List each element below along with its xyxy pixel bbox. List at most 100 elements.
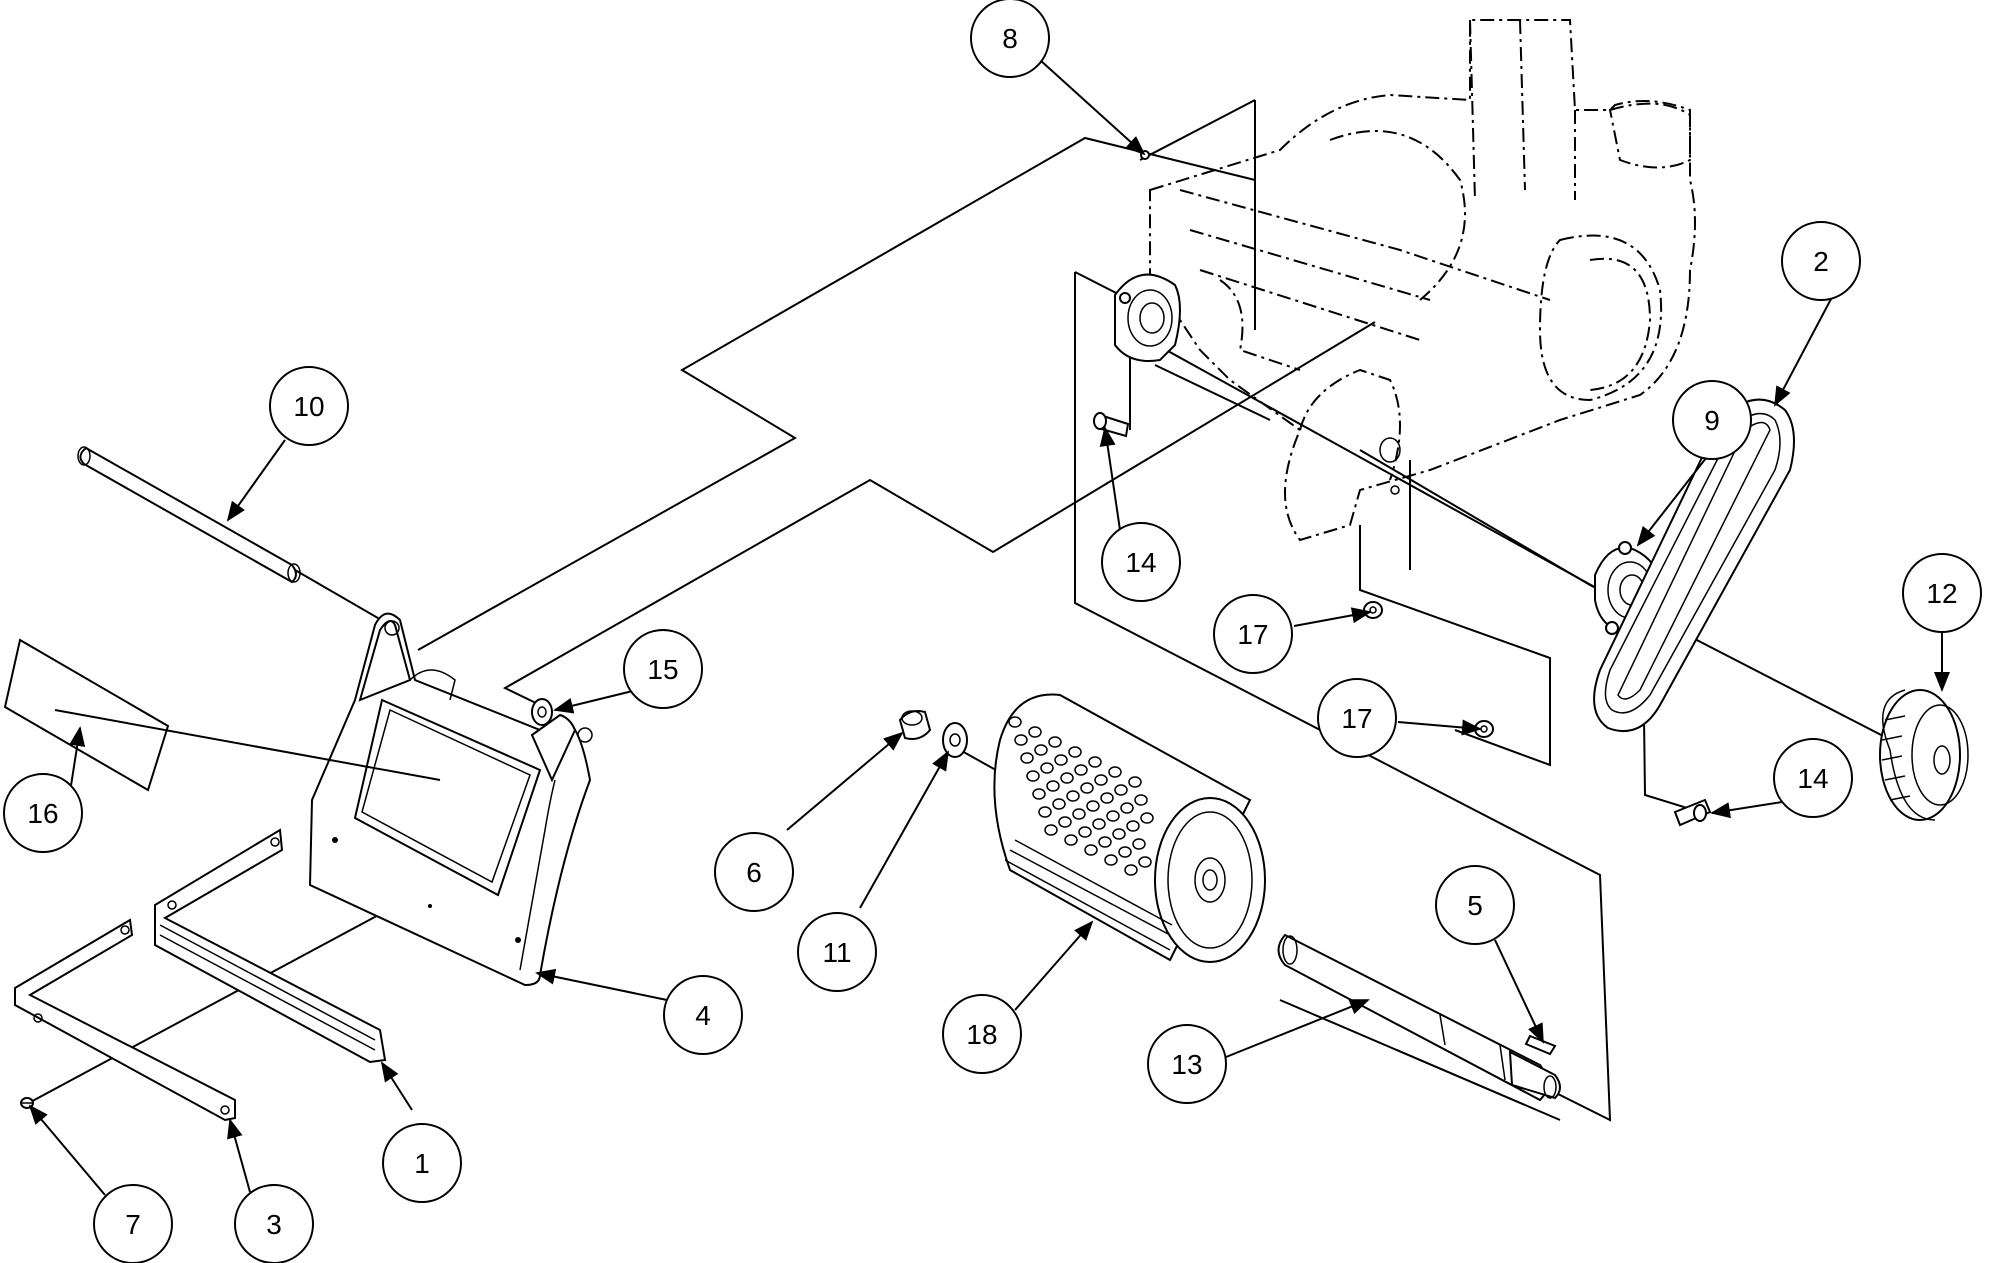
perforation-hole — [1120, 802, 1134, 814]
perforation-hole — [1008, 716, 1022, 728]
rod-part-10 — [77, 446, 301, 584]
belt-part-2 — [1593, 398, 1795, 733]
perforation-hole — [1078, 826, 1092, 838]
callout-bubble-14-right: 14 — [1773, 738, 1853, 818]
perforation-hole — [1046, 780, 1060, 792]
callout-number: 16 — [27, 798, 58, 829]
perforation-hole — [1028, 726, 1042, 738]
bracket-part-4 — [308, 612, 593, 987]
callout-number: 8 — [1002, 23, 1018, 54]
callout-number: 2 — [1813, 246, 1829, 277]
callout-bubble-8: 8 — [970, 0, 1050, 78]
perforation-hole — [1026, 770, 1040, 782]
callout-bubble-13: 13 — [1147, 1024, 1227, 1104]
perforation-hole — [1100, 792, 1114, 804]
callout-number: 4 — [695, 1000, 711, 1031]
perforation-hole — [1140, 812, 1154, 824]
perforation-hole — [1086, 800, 1100, 812]
perforation-hole — [1072, 808, 1086, 820]
callout-number: 3 — [266, 1209, 282, 1240]
callout-bubble-7: 7 — [93, 1184, 173, 1263]
flange-bearing-left — [1114, 273, 1181, 362]
perforation-hole — [1068, 746, 1082, 758]
drum-part-18 — [993, 693, 1266, 963]
callout-number: 1 — [414, 1148, 430, 1179]
bolt-part-14-right — [1673, 798, 1712, 827]
housing-phantom — [1149, 19, 1696, 542]
callout-bubble-14-left: 14 — [1101, 522, 1181, 602]
callout-number: 17 — [1341, 703, 1372, 734]
callout-bubble-17-lower: 17 — [1317, 678, 1397, 758]
perforation-hole — [1098, 836, 1112, 848]
callout-number: 7 — [125, 1209, 141, 1240]
callout-number: 14 — [1125, 547, 1156, 578]
callout-bubble-5: 5 — [1435, 865, 1515, 945]
callout-bubble-10: 10 — [269, 366, 349, 446]
perforation-hole — [1118, 846, 1132, 858]
perforation-hole — [1134, 794, 1148, 806]
callout-number: 5 — [1467, 890, 1483, 921]
perforation-hole — [1106, 810, 1120, 822]
bolt-part-14-left — [1093, 412, 1130, 438]
callout-number: 18 — [966, 1019, 997, 1050]
perforation-hole — [1014, 734, 1028, 746]
callout-number: 6 — [746, 857, 762, 888]
perforation-hole — [1038, 806, 1052, 818]
callout-bubble-6: 6 — [714, 832, 794, 912]
callout-bubble-1: 1 — [382, 1123, 462, 1203]
callout-bubble-3: 3 — [234, 1184, 314, 1263]
callout-leaders — [28, 59, 1950, 1196]
washer-part-11 — [942, 722, 968, 758]
perforation-hole — [1058, 816, 1072, 828]
nut-part-17-upper — [1363, 601, 1383, 619]
washer-part-15 — [531, 698, 553, 726]
callout-number: 12 — [1926, 578, 1957, 609]
perforation-hole — [1124, 864, 1138, 876]
perforation-hole — [1066, 790, 1080, 802]
perforation-hole — [1052, 798, 1066, 810]
callout-number: 14 — [1797, 763, 1828, 794]
callout-bubble-17-upper: 17 — [1213, 594, 1293, 674]
perforation-hole — [1034, 744, 1048, 756]
callout-number: 9 — [1704, 405, 1720, 436]
callout-bubble-11: 11 — [797, 912, 877, 992]
perforation-hole — [1054, 754, 1068, 766]
perforation-hole — [1080, 782, 1094, 794]
perforation-hole — [1048, 736, 1062, 748]
perforation-hole — [1128, 776, 1142, 788]
callout-bubble-4: 4 — [663, 975, 743, 1055]
callout-bubble-18: 18 — [942, 994, 1022, 1074]
flat-bar-part-3 — [14, 918, 236, 1122]
callout-bubble-9: 9 — [1672, 380, 1752, 460]
callout-number: 17 — [1237, 619, 1268, 650]
perforation-hole — [1032, 788, 1046, 800]
perforation-hole — [1108, 766, 1122, 778]
callout-number: 10 — [293, 391, 324, 422]
callout-bubble-16: 16 — [3, 773, 83, 853]
callout-number: 15 — [647, 654, 678, 685]
perforation-hole — [1138, 856, 1152, 868]
perforation-hole — [1074, 764, 1088, 776]
perforation-hole — [1084, 844, 1098, 856]
drum-perforation-holes — [1008, 716, 1154, 876]
perforation-hole — [1092, 818, 1106, 830]
perforation-hole — [1112, 828, 1126, 840]
perforation-hole — [1114, 784, 1128, 796]
perforation-hole — [1064, 834, 1078, 846]
callout-number: 13 — [1171, 1049, 1202, 1080]
perforation-hole — [1104, 854, 1118, 866]
callout-bubble-2: 2 — [1781, 221, 1861, 301]
perforation-hole — [1088, 756, 1102, 768]
callout-bubble-12: 12 — [1902, 553, 1982, 633]
pulley-part-12 — [1879, 689, 1969, 821]
perforation-hole — [1126, 820, 1140, 832]
callout-bubble-15: 15 — [623, 629, 703, 709]
perforation-hole — [1040, 762, 1054, 774]
perforation-hole — [1044, 824, 1058, 836]
perforation-hole — [1060, 772, 1074, 784]
shaft-part-13 — [1277, 933, 1561, 1102]
perforation-hole — [1094, 774, 1108, 786]
perforation-hole — [1132, 838, 1146, 850]
rail-part-1 — [154, 828, 387, 1064]
